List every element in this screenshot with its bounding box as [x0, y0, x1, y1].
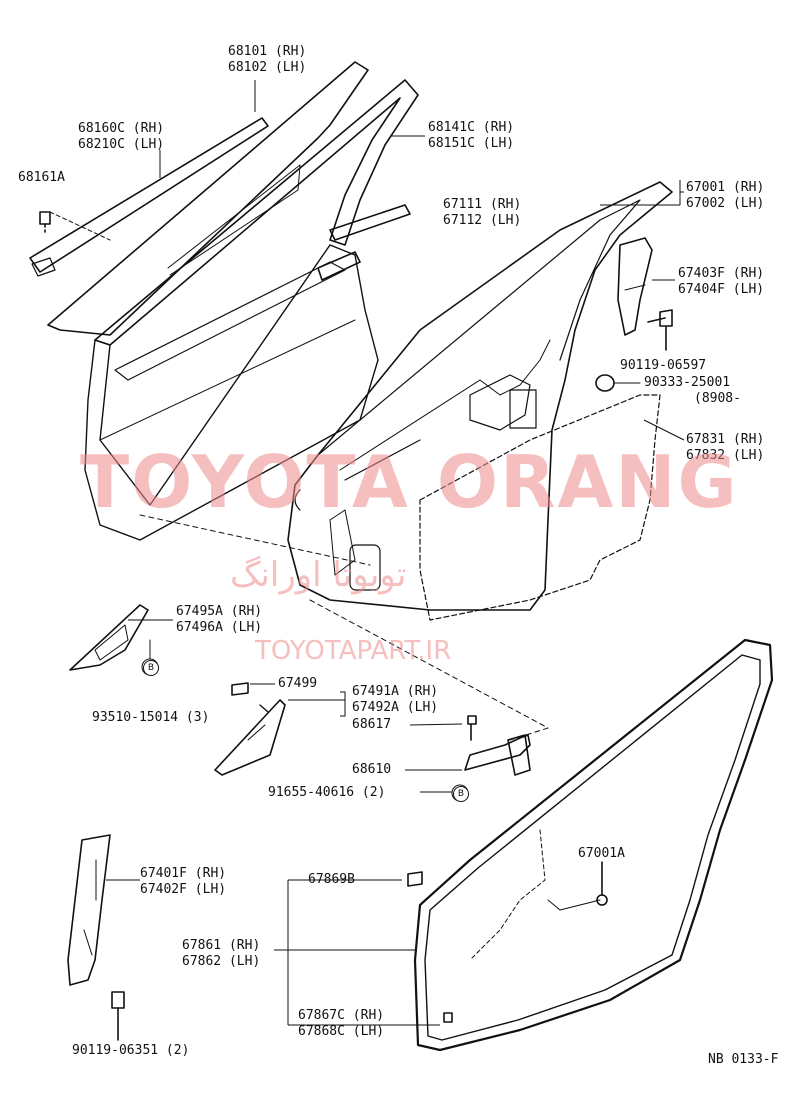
corner-cover-lower — [214, 699, 286, 776]
run-channel — [94, 79, 419, 346]
bolt-68617 — [467, 715, 477, 741]
door-glass — [47, 61, 369, 336]
bolt-90119-06351 — [111, 991, 125, 1009]
label-67404f: 67404F (LH) — [678, 282, 765, 297]
door-outer-panel — [84, 244, 379, 541]
label-90333: 90333-25001 — [644, 375, 731, 390]
corner-cover-upper — [69, 604, 149, 671]
label-67831: 67831 (RH) — [686, 432, 765, 447]
label-67867c: 67867C (RH) — [298, 1008, 385, 1023]
watermark-arabic: تویوتا اورانگ — [230, 555, 407, 595]
callout-b-upper: B — [143, 660, 159, 676]
label-68161a: 68161A — [18, 170, 65, 185]
label-68210c: 68210C (LH) — [78, 137, 165, 152]
label-68101: 68101 (RH) — [228, 44, 307, 59]
outer-belt-moulding — [29, 117, 269, 273]
label-67499: 67499 — [278, 676, 318, 691]
label-67111: 67111 (RH) — [443, 197, 522, 212]
belt-weatherstrip — [329, 204, 411, 241]
clip-67499 — [231, 682, 249, 696]
label-91655: 91655-40616 (2) — [268, 785, 386, 800]
watermark-main: TOYOTA ORANG — [80, 440, 739, 524]
bolt-90119-06597 — [647, 309, 673, 327]
label-67401f: 67401F (RH) — [140, 866, 227, 881]
label-67496a: 67496A (LH) — [176, 620, 263, 635]
plug-90333 — [595, 374, 615, 392]
label-67862: 67862 (LH) — [182, 954, 261, 969]
callout-b-lower: B — [453, 786, 469, 802]
label-67861: 67861 (RH) — [182, 938, 261, 953]
label-68141c: 68141C (RH) — [428, 120, 515, 135]
label-67491a: 67491A (RH) — [352, 684, 439, 699]
label-67492a: 67492A (LH) — [352, 700, 439, 715]
door-opening-weatherstrip — [413, 638, 774, 1052]
label-90119-06597: 90119-06597 — [620, 358, 707, 373]
door-inner-panel — [287, 181, 673, 611]
label-68617: 68617 — [352, 717, 392, 732]
clip-68161a — [39, 211, 51, 225]
label-90119-06351: 90119-06351 (2) — [72, 1043, 190, 1058]
label-67402f: 67402F (LH) — [140, 882, 227, 897]
label-67832: 67832 (LH) — [686, 448, 765, 463]
label-67869b: 67869B — [308, 872, 355, 887]
label-67001: 67001 (RH) — [686, 180, 765, 195]
label-93510: 93510-15014 (3) — [92, 710, 210, 725]
drawing-code: NB 0133-F — [708, 1052, 779, 1067]
label-67001a: 67001A — [578, 846, 625, 861]
label-67868c: 67868C (LH) — [298, 1024, 385, 1039]
label-67403f: 67403F (RH) — [678, 266, 765, 281]
label-68151c: 68151C (LH) — [428, 136, 515, 151]
clip-67867c — [443, 1012, 453, 1023]
window-regulator-upper — [617, 237, 653, 336]
label-68610: 68610 — [352, 762, 392, 777]
label-67495a: 67495A (RH) — [176, 604, 263, 619]
label-67112: 67112 (LH) — [443, 213, 522, 228]
service-hole-cover — [419, 394, 661, 621]
window-regulator-lower — [67, 834, 111, 986]
label-8908: (8908- — [694, 391, 741, 406]
watermark-url: TOYOTAPART.IR — [255, 636, 452, 666]
label-67002: 67002 (LH) — [686, 196, 765, 211]
door-hinge — [464, 734, 531, 771]
clip-67869b — [407, 871, 423, 887]
label-68102: 68102 (LH) — [228, 60, 307, 75]
label-68160c: 68160C (RH) — [78, 121, 165, 136]
